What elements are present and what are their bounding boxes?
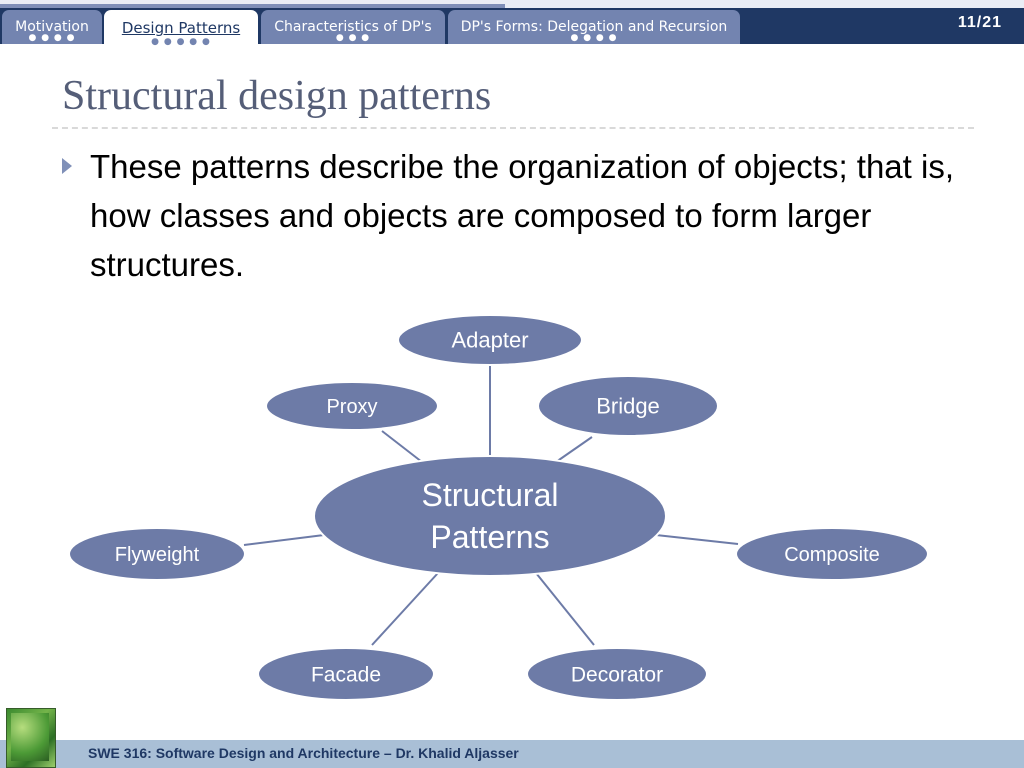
title-divider xyxy=(52,127,974,129)
tab-characteristics[interactable]: Characteristics of DP's ● ● ● xyxy=(261,10,445,44)
tab-design-patterns[interactable]: Design Patterns ● ● ● ● ● xyxy=(104,10,258,47)
pattern-node-proxy: Proxy xyxy=(265,381,439,431)
tab-dots: ● ● ● ● xyxy=(28,33,76,43)
node-ellipse xyxy=(397,314,583,366)
slide-title: Structural design patterns xyxy=(62,73,492,119)
diagram-connectors xyxy=(243,366,739,646)
node-label: Bridge xyxy=(596,394,660,419)
node-ellipse xyxy=(537,375,719,437)
node-ellipse xyxy=(313,455,667,577)
progress-strip xyxy=(0,0,1024,8)
pattern-node-flyweight: Flyweight xyxy=(68,527,246,581)
node-label: Facade xyxy=(311,663,381,686)
node-label: Adapter xyxy=(451,328,528,353)
pattern-node-facade: Facade xyxy=(257,647,435,701)
book-cover-icon xyxy=(6,708,56,768)
node-ellipse xyxy=(735,527,929,581)
node-label: Flyweight xyxy=(115,544,200,566)
center-label: Structural xyxy=(422,477,559,513)
node-ellipse xyxy=(68,527,246,581)
tab-label: Characteristics of DP's xyxy=(274,19,432,35)
center-label: Patterns xyxy=(430,519,549,555)
footer: SWE 316: Software Design and Architectur… xyxy=(0,740,1024,768)
node-ellipse xyxy=(265,381,439,431)
node-ellipse xyxy=(526,647,708,701)
connector-line xyxy=(243,534,325,546)
connector-line xyxy=(655,534,739,545)
pattern-node-composite: Composite xyxy=(735,527,929,581)
page-number: 11/21 xyxy=(957,14,1002,31)
pattern-node-decorator: Decorator xyxy=(526,647,708,701)
tab-label: Motivation xyxy=(15,19,89,35)
connector-line xyxy=(381,430,423,463)
bullet-text: These patterns describe the organization… xyxy=(90,148,954,283)
tab-label: Design Patterns xyxy=(121,19,241,37)
node-label: Decorator xyxy=(571,663,663,686)
node-ellipse xyxy=(257,647,435,701)
tab-dots: ● ● ● ● ● xyxy=(151,37,211,47)
tab-dots: ● ● ● ● xyxy=(570,33,618,43)
tab-motivation[interactable]: Motivation ● ● ● ● xyxy=(2,10,102,44)
node-label: Composite xyxy=(784,544,880,566)
tab-label: DP's Forms: Delegation and Recursion xyxy=(460,19,728,35)
tab-dp-forms[interactable]: DP's Forms: Delegation and Recursion ● ●… xyxy=(448,10,740,44)
tab-dots: ● ● ● xyxy=(335,33,371,43)
bullet-arrow-icon xyxy=(62,158,72,174)
connector-line xyxy=(535,572,595,646)
pattern-node-adapter: Adapter xyxy=(397,314,583,366)
connector-line xyxy=(371,572,439,646)
footer-text: SWE 316: Software Design and Architectur… xyxy=(88,745,519,761)
node-label: Proxy xyxy=(326,396,377,418)
pattern-node-bridge: Bridge xyxy=(537,375,719,437)
connector-line xyxy=(555,436,593,463)
progress-fill xyxy=(0,4,505,8)
